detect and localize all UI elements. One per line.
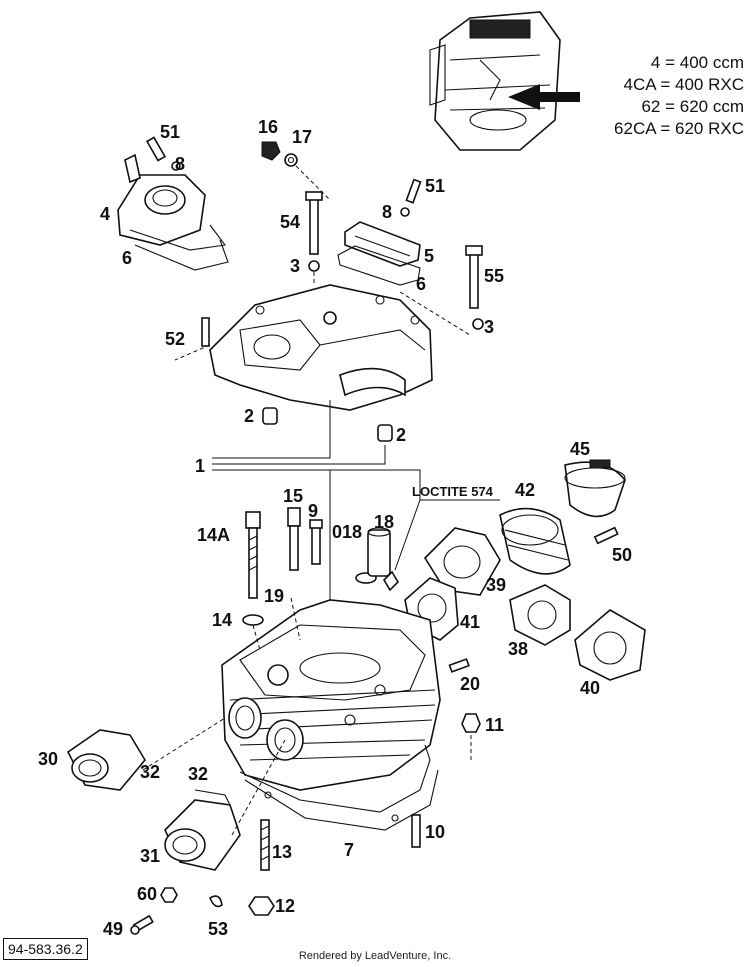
callout-4: 4 (100, 204, 110, 224)
callout-60: 60 (137, 884, 157, 904)
callout-018: 018 (332, 522, 362, 542)
callout-6: 6 (122, 248, 132, 268)
callout-2: 2 (244, 406, 254, 426)
dowel-pin-left (262, 407, 278, 425)
cover-plate-right-group (337, 178, 484, 336)
stud-10 (411, 814, 421, 848)
cylinder-head (221, 599, 441, 791)
callout-6: 6 (416, 274, 426, 294)
callout-30: 30 (38, 749, 58, 769)
legend-entry: 62 = 620 ccm (641, 97, 744, 116)
legend-entry: 62CA = 620 RXC (614, 119, 744, 138)
stud-13 (260, 819, 270, 871)
callout-8: 8 (175, 154, 185, 174)
callout-54: 54 (280, 212, 300, 232)
exhaust-flange-group (66, 729, 241, 871)
diagram-number: 94-583.36.2 (3, 938, 88, 960)
callout-38: 38 (508, 639, 528, 659)
callout-3: 3 (484, 317, 494, 337)
callout-41: 41 (460, 612, 480, 632)
callout-20: 20 (460, 674, 480, 694)
head-gasket (239, 744, 439, 831)
callout-45: 45 (570, 439, 590, 459)
cylinder-head-cover (201, 284, 433, 411)
callout-55: 55 (484, 266, 504, 286)
callout-17: 17 (292, 127, 312, 147)
clip-53 (208, 895, 223, 908)
callout-3: 3 (290, 256, 300, 276)
assembly-leader-lines (212, 400, 421, 600)
legend-entry: 4 = 400 ccm (650, 53, 744, 72)
callout-49: 49 (103, 919, 123, 939)
callout-15: 15 (283, 486, 303, 506)
callout-16: 16 (258, 117, 278, 137)
intake-manifold-group (404, 459, 646, 760)
model-legend: 4 = 400 ccm 4CA = 400 RXC 62 = 620 ccm 6… (614, 52, 744, 140)
callout-32: 32 (188, 764, 208, 784)
inset-pointer-arrow (508, 84, 580, 110)
callout-1: 1 (195, 456, 205, 476)
engine-inset-image (429, 11, 580, 151)
callout-9: 9 (308, 501, 318, 521)
callout-40: 40 (580, 678, 600, 698)
callout-51: 51 (160, 122, 180, 142)
callout-2: 2 (396, 425, 406, 445)
nut-12 (248, 896, 275, 916)
callout-32: 32 (140, 762, 160, 782)
callout-39: 39 (486, 575, 506, 595)
callout-19: 19 (264, 586, 284, 606)
valve-cover-left-group (117, 136, 229, 271)
dowel-pin-right (377, 424, 393, 442)
callout-50: 50 (612, 545, 632, 565)
callout-53: 53 (208, 919, 228, 939)
plug-and-bolt-group (261, 141, 331, 285)
callout-13: 13 (272, 842, 292, 862)
footer-credit: Rendered by LeadVenture, Inc. (298, 950, 452, 962)
head-bolt-group (242, 507, 323, 626)
callout-12: 12 (275, 896, 295, 916)
callout-14a: 14A (197, 525, 230, 545)
callout-5: 5 (424, 246, 434, 266)
callout-11: 11 (485, 715, 504, 735)
callout-51: 51 (425, 176, 445, 196)
callout-14: 14 (212, 610, 232, 630)
callout-31: 31 (140, 846, 160, 866)
nut-60 (160, 887, 178, 903)
callout-8: 8 (382, 202, 392, 222)
legend-entry: 4CA = 400 RXC (623, 75, 745, 94)
loctite-note: LOCTITE 574 (412, 484, 494, 499)
callout-7: 7 (344, 840, 354, 860)
callout-42: 42 (515, 480, 535, 500)
screw-49 (130, 914, 154, 935)
callout-10: 10 (425, 822, 445, 842)
sleeve-18 (367, 527, 400, 592)
callout-18: 18 (374, 512, 394, 532)
callout-52: 52 (165, 329, 185, 349)
